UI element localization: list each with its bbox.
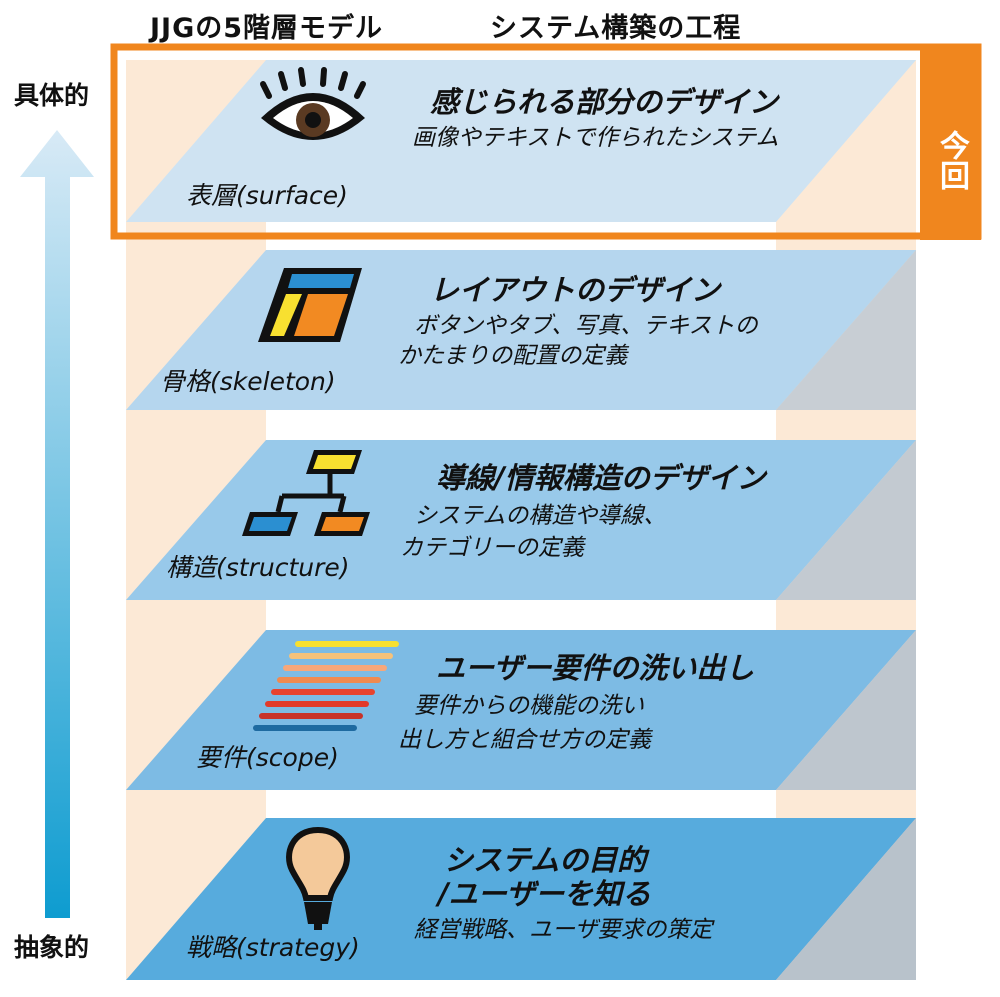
side-face-skeleton [776,250,916,410]
side-face-strategy [776,818,916,980]
eye-icon [260,67,366,140]
current-scope-label: 今回 [934,130,969,190]
layer-heading-strategy-1: システムの目的 [444,843,647,877]
model-title: JJGの5階層モデル [150,13,384,44]
side-face-structure [776,440,916,600]
axis-top-label: 具体的 [14,81,90,110]
layer-name-strategy: 戦略(strategy) [186,933,360,962]
layer-name-skeleton: 骨格(skeleton) [160,367,336,396]
layer-name-structure: 構造(structure) [166,553,350,582]
abstraction-arrow [20,130,94,918]
side-face-scope [776,630,916,790]
layer-name-surface: 表層(surface) [186,181,348,210]
layer-heading-skeleton: レイアウトのデザイン [430,273,721,307]
layer-name-scope: 要件(scope) [196,743,339,772]
layer-desc-skeleton-2: かたまりの配置の定義 [398,343,628,369]
layer-desc-skeleton-1: ボタンやタブ、写真、テキストの [414,313,758,339]
layer-desc-scope-1: 要件からの機能の洗い [414,693,644,719]
layer-heading-structure: 導線/情報構造のデザイン [436,461,766,495]
layer-desc-scope-2: 出し方と組合せ方の定義 [398,727,651,753]
layer-desc-surface: 画像やテキストで作られたシステム [412,125,779,151]
layer-desc-structure-1: システムの構造や導線、 [414,503,667,529]
hierarchy-icon [242,450,370,536]
layer-heading-surface: 感じられる部分のデザイン [430,85,779,119]
lightbulb-icon [286,826,350,930]
layer-desc-strategy: 経営戦略、ユーザ要求の策定 [414,917,713,943]
axis-bottom-label: 抽象的 [14,933,90,962]
layout-icon [258,268,362,342]
highlight-tab [920,44,981,240]
layer-desc-structure-2: カテゴリーの定義 [400,535,584,561]
layer-heading-strategy-2: /ユーザーを知る [438,877,652,911]
layer-heading-scope: ユーザー要件の洗い出し [436,651,755,685]
list-icon [253,641,399,731]
process-title: システム構築の工程 [490,13,742,44]
